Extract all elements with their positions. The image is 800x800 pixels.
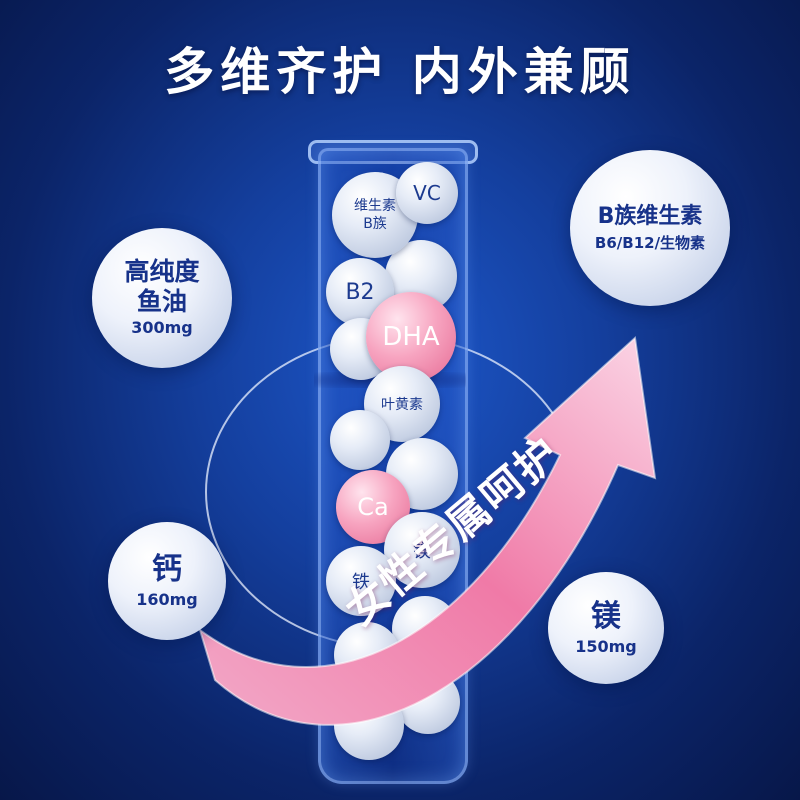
- ball-mg-label: 镁: [413, 541, 431, 562]
- ball-vitamin-b-line2: B族: [363, 216, 387, 232]
- fish-oil-amount: 300mg: [131, 318, 193, 337]
- magnesium-amount: 150mg: [575, 637, 637, 656]
- ball-fe-label: 铁: [352, 572, 370, 593]
- fish-oil-line1: 高纯度: [124, 257, 200, 286]
- ball-vc: VC: [396, 162, 458, 224]
- vitamin-b-sub: B6/B12/生物素: [594, 234, 706, 252]
- bubble-fish-oil: 高纯度 鱼油 300mg: [92, 228, 232, 368]
- page-title: 多维齐护 内外兼顾: [164, 43, 636, 101]
- bubble-magnesium: 镁 150mg: [548, 572, 664, 684]
- fish-oil-line2: 鱼油: [136, 287, 187, 316]
- magnesium-name: 镁: [591, 599, 621, 634]
- ball-vitamin-b-line1: 维生素: [354, 198, 396, 214]
- calcium-name: 钙: [152, 552, 182, 587]
- vitamin-b-title: B族维生素: [597, 204, 703, 229]
- ball-ca-label: Ca: [357, 493, 389, 521]
- ball-plain: [330, 410, 390, 470]
- ball-vitamin-b: 维生素 B族: [332, 172, 418, 258]
- ball-b2-label: B2: [345, 279, 375, 305]
- ball-vc-label: VC: [413, 181, 441, 205]
- bubble-vitamin-b: B族维生素 B6/B12/生物素: [570, 150, 730, 306]
- ball-dha-label: DHA: [382, 322, 440, 352]
- ball-lutein-label: 叶黄素: [381, 397, 423, 413]
- arrow-body: [198, 335, 657, 726]
- ball-mg: 镁: [384, 512, 460, 588]
- calcium-amount: 160mg: [136, 590, 198, 609]
- ball-fe: 铁: [326, 546, 396, 616]
- bubble-calcium: 钙 160mg: [108, 522, 226, 640]
